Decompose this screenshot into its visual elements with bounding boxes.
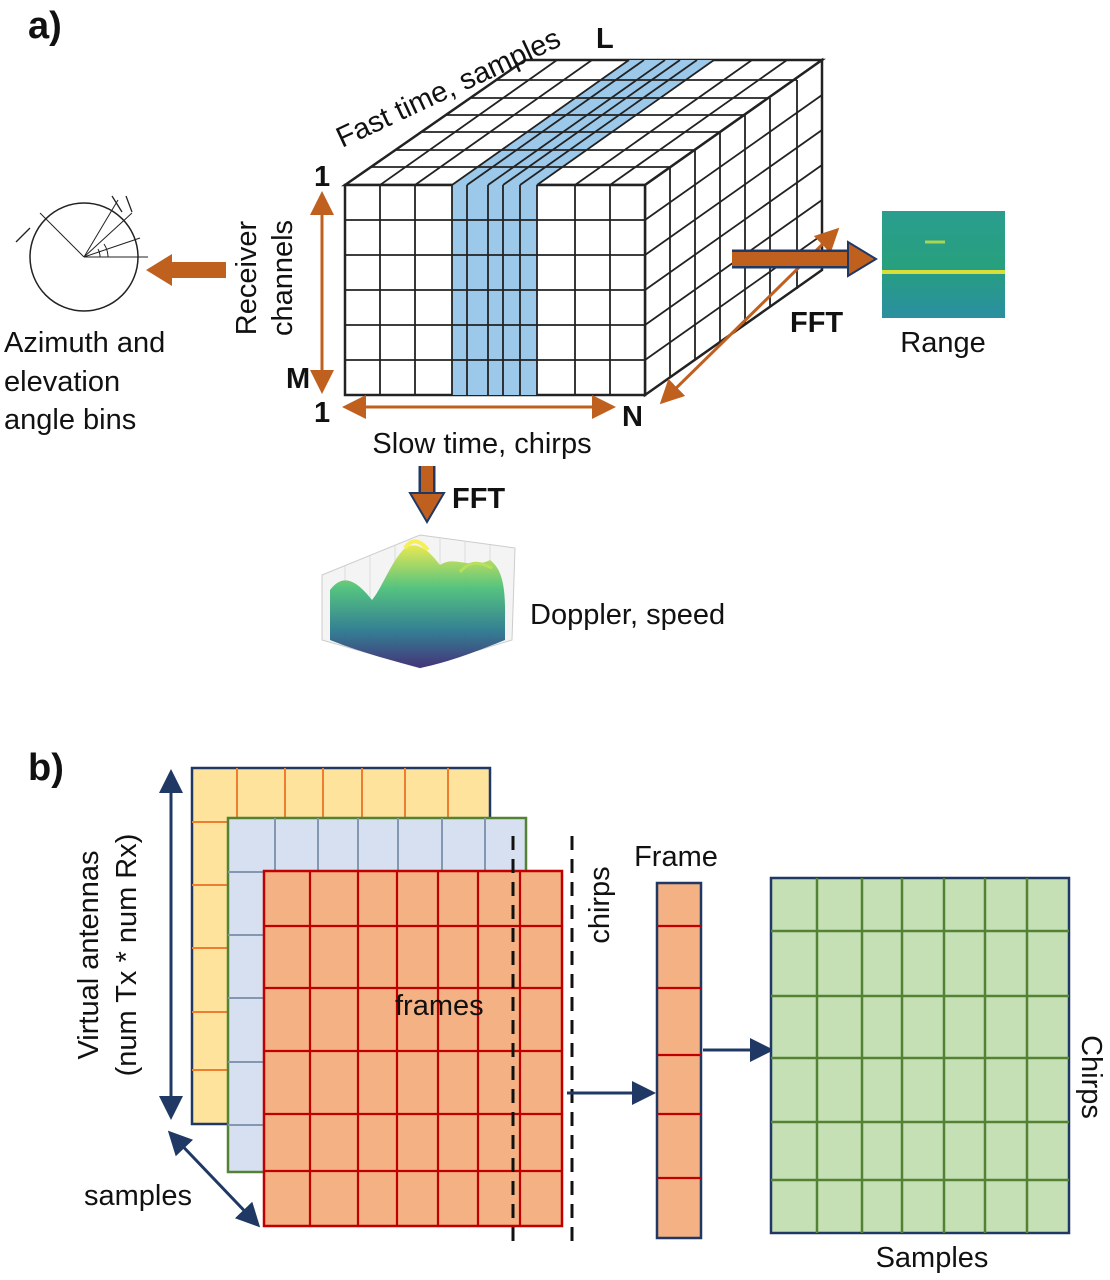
- receiver-label-line1: Receiver: [231, 220, 263, 335]
- corner-N-label: N: [622, 401, 643, 433]
- range-fft-label: FFT: [790, 307, 843, 339]
- frame-column: [655, 881, 703, 1240]
- virtual-antennas-label-line2: (num Tx * num Rx): [111, 834, 143, 1077]
- doppler-fft-label: FFT: [452, 483, 505, 515]
- cube-highlight-top: [452, 60, 714, 185]
- frame-label: Frame: [634, 841, 718, 873]
- range-label: Range: [900, 327, 985, 359]
- chirps-samples-matrix: [769, 876, 1071, 1235]
- data-cube: [341, 57, 826, 398]
- angle-label-line1: Azimuth and: [4, 327, 165, 359]
- corner-1-bottom-label: 1: [314, 397, 330, 429]
- doppler-fft-arrow-head: [408, 492, 446, 524]
- samples-bottom-label: Samples: [876, 1242, 989, 1274]
- corner-L-label: L: [596, 23, 614, 55]
- angle-bins-diagram: [15, 195, 148, 312]
- angle-label-line3: angle bins: [4, 404, 136, 436]
- frame-red: [262, 869, 564, 1228]
- angle-label-line2: elevation: [4, 366, 120, 398]
- doppler-label: Doppler, speed: [530, 599, 725, 631]
- panel-a-label: a): [28, 5, 62, 47]
- chirps-label: chirps: [584, 866, 616, 943]
- corner-1-top-label: 1: [314, 161, 330, 193]
- range-map-image: [882, 211, 1005, 318]
- range-fft-arrow-head: [847, 240, 878, 278]
- slow-time-label: Slow time, chirps: [372, 428, 591, 460]
- receiver-label-line2: channels: [267, 220, 299, 336]
- corner-M-label: M: [286, 363, 310, 395]
- frames-label: frames: [395, 990, 484, 1022]
- samples-diagonal-arrow: [167, 1130, 261, 1228]
- virtual-antennas-label-line1: Virtual antennas: [73, 850, 105, 1059]
- angle-fft-arrow-head: [146, 254, 172, 286]
- chirps-axis-label: Chirps: [1075, 1035, 1107, 1119]
- samples-axis-label: samples: [84, 1180, 192, 1212]
- doppler-surface-plot: [321, 534, 516, 669]
- panel-b-label: b): [28, 747, 64, 789]
